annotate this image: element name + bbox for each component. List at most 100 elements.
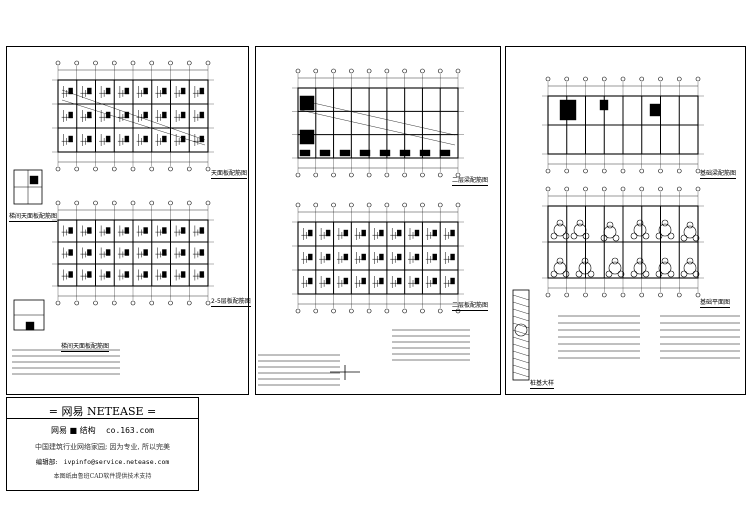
stamp-brand-line: 网易 ■ 结构 co.163.com	[7, 425, 198, 436]
cad-mark	[564, 292, 570, 298]
cad-mark	[692, 234, 700, 242]
cad-mark	[186, 200, 192, 206]
cad-mark	[331, 68, 336, 74]
cad-mark	[562, 232, 570, 240]
cad-mark	[68, 227, 73, 234]
cad-mark	[576, 219, 584, 227]
cad-mark	[692, 270, 700, 278]
cad-mark	[581, 257, 589, 265]
cad-mark	[93, 200, 98, 206]
cad-mark	[162, 87, 167, 95]
cad-mark	[633, 223, 647, 237]
cad-mark	[379, 253, 384, 261]
cad-mark	[180, 227, 186, 234]
cad-mark	[583, 186, 588, 192]
stamp-site[interactable]: co.163.com	[105, 426, 154, 435]
cad-mark	[437, 172, 443, 178]
cad-mark	[124, 135, 130, 143]
cad-mark	[299, 109, 456, 146]
cad-mark	[414, 253, 420, 261]
cad-mark	[205, 60, 211, 66]
cad-mark	[331, 202, 336, 208]
cad-mark	[124, 111, 130, 119]
cad-mark	[168, 60, 173, 66]
cad-mark	[655, 270, 663, 278]
cad-mark	[642, 232, 650, 240]
title-stamp: = 网易 NETEASE = 网易 ■ 结构 co.163.com 中国建筑行业…	[6, 397, 199, 491]
cad-mark	[570, 232, 578, 240]
stamp-email[interactable]: ivpinfo@service.netease.com	[63, 458, 170, 466]
cad-mark	[149, 166, 155, 172]
cad-mark	[695, 292, 701, 298]
cad-mark	[512, 289, 530, 381]
cad-mark	[74, 200, 80, 206]
cad-mark	[397, 253, 402, 261]
cad-mark	[313, 308, 319, 314]
cad-mark	[414, 229, 420, 237]
cad-mark	[359, 149, 371, 157]
cad-mark	[639, 186, 645, 192]
cad-mark	[319, 149, 331, 157]
cad-mark	[620, 168, 626, 174]
cad-mark	[649, 103, 661, 117]
cad-mark	[168, 200, 173, 206]
cad-mark	[553, 223, 567, 237]
cad-mark	[455, 172, 461, 178]
cad-mark	[384, 172, 390, 178]
cad-mark	[514, 323, 528, 337]
cad-mark	[545, 76, 551, 82]
cad-mark	[630, 232, 638, 240]
cad-mark	[550, 232, 558, 240]
cad-mark	[343, 229, 349, 237]
cad-mark	[74, 60, 80, 66]
cad-mark	[583, 168, 588, 174]
cad-mark	[562, 270, 570, 278]
cad-mark	[439, 149, 451, 157]
cad-mark	[105, 227, 111, 234]
cad-mark	[397, 229, 402, 237]
cad-mark	[559, 99, 577, 121]
cad-mark	[564, 186, 570, 192]
cad-mark	[564, 168, 570, 174]
cad-mark	[512, 350, 530, 357]
cad-mark	[180, 87, 186, 95]
cad-mark	[149, 60, 155, 66]
cad-mark	[658, 261, 672, 275]
cad-mark	[168, 300, 173, 306]
cad-mark	[600, 234, 608, 242]
cad-mark	[186, 300, 192, 306]
cad-mark	[676, 292, 682, 298]
cad-mark	[420, 172, 425, 178]
sheet1-stair-roof-title-2: 梯间天面板配筋图	[61, 343, 110, 352]
cad-mark	[162, 249, 167, 256]
cad-mark	[295, 172, 301, 178]
cad-mark	[343, 253, 349, 261]
cad-mark	[199, 87, 205, 95]
cad-mark	[55, 200, 61, 206]
cad-mark	[658, 168, 663, 174]
cad-mark	[556, 257, 564, 265]
cad-mark	[587, 270, 595, 278]
cad-mark	[205, 200, 211, 206]
cad-mark	[680, 270, 688, 278]
cad-mark	[420, 68, 425, 74]
stamp-contact-line: 编辑部: ivpinfo@service.netease.com	[7, 456, 198, 466]
cad-mark	[564, 76, 570, 82]
cad-mark	[512, 308, 530, 315]
cad-mark	[325, 277, 331, 285]
cad-mark	[87, 87, 92, 95]
cad-mark	[512, 294, 530, 301]
cad-mark	[620, 186, 626, 192]
cad-mark	[432, 277, 437, 285]
cad-mark	[658, 76, 663, 82]
cad-mark	[366, 308, 372, 314]
cad-mark	[601, 186, 607, 192]
cad-mark	[680, 234, 688, 242]
cad-mark	[379, 277, 384, 285]
stamp-editor-label: 编辑部:	[35, 458, 58, 466]
cad-mark	[573, 223, 587, 237]
cad-mark	[620, 76, 626, 82]
cad-mark	[402, 68, 407, 74]
cad-mark	[87, 271, 92, 278]
